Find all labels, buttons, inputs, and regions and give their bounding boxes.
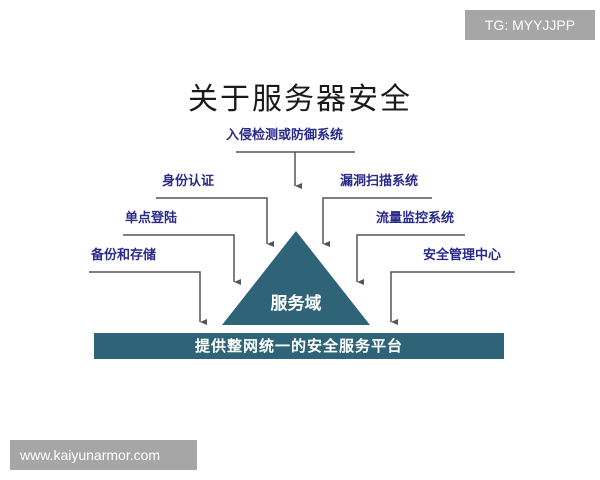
service-domain-triangle — [222, 231, 370, 325]
label-vuln-scan: 漏洞扫描系统 — [340, 174, 419, 189]
arrow-right-1 — [322, 197, 432, 247]
platform-bar: 提供整网统一的安全服务平台 — [94, 333, 504, 359]
arrow-right-3 — [390, 271, 515, 325]
service-domain-label: 服务域 — [270, 294, 322, 314]
arrow-left-2 — [123, 234, 241, 285]
label-intrusion-detection: 入侵检测或防御系统 — [226, 128, 344, 143]
diagram-title: 关于服务器安全 — [188, 82, 412, 117]
label-traffic-monitor: 流量监控系统 — [376, 211, 455, 226]
label-identity-auth: 身份认证 — [162, 174, 215, 189]
watermark-bottom-left: www.kaiyunarmor.com — [10, 440, 197, 470]
arrow-left-3 — [89, 271, 207, 325]
label-sso: 单点登陆 — [125, 211, 178, 226]
label-security-mgmt: 安全管理中心 — [423, 248, 502, 263]
watermark-top-right: TG: MYYJJPP — [465, 10, 595, 40]
arrow-left-1 — [156, 197, 274, 247]
label-backup-storage: 备份和存储 — [91, 248, 157, 263]
arrow-right-2 — [356, 234, 465, 285]
